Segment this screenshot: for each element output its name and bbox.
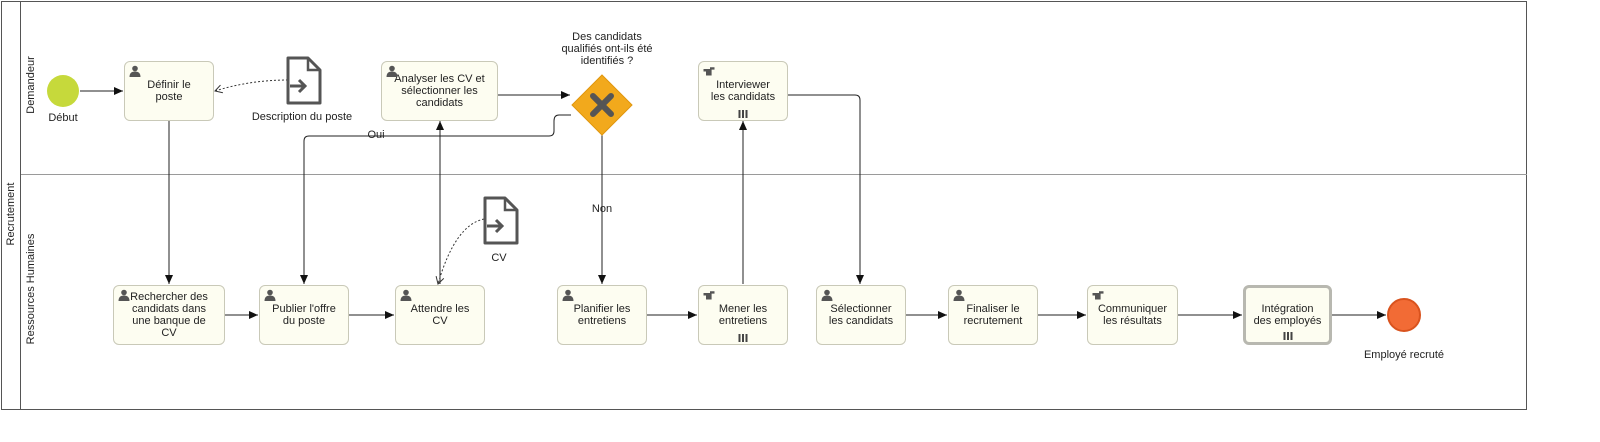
task-label: Rechercher des candidats dans une banque… — [130, 291, 208, 339]
task-label: Communiquer les résultats — [1097, 303, 1168, 327]
input-arrow-icon — [487, 218, 505, 234]
task-communiquer-resultats[interactable]: Communiquer les résultats — [1087, 285, 1178, 345]
hand-icon — [1092, 291, 1104, 300]
task-interviewer-candidats[interactable]: Interviewer les candidats — [698, 61, 788, 121]
task-label: Mener les entretiens — [718, 303, 768, 327]
start-event-label: Début — [48, 112, 78, 124]
task-label: Intégration des employés — [1253, 303, 1322, 327]
x-icon — [590, 93, 614, 117]
association-description-definir — [214, 79, 289, 94]
task-label: Publier l'offre du poste — [272, 303, 336, 327]
task-rechercher-candidats[interactable]: Rechercher des candidats dans une banque… — [113, 285, 225, 345]
flow-gateway-yes — [300, 114, 571, 284]
task-definir-poste[interactable]: Définir le poste — [124, 61, 214, 121]
data-object-description-label: Description du poste — [251, 111, 353, 123]
task-label: Finaliser le recrutement — [963, 303, 1023, 327]
user-icon — [118, 289, 130, 301]
exclusive-gateway[interactable] — [571, 74, 633, 136]
user-icon — [953, 289, 965, 301]
task-label: Attendre les CV — [410, 303, 470, 327]
user-icon — [821, 289, 833, 301]
pool-header — [1, 1, 21, 410]
user-icon — [400, 289, 412, 301]
task-analyser-cv[interactable]: Analyser les CV et sélectionner les cand… — [381, 61, 498, 121]
task-publier-offre[interactable]: Publier l'offre du poste — [259, 285, 349, 345]
start-event — [47, 75, 79, 107]
gateway-question: Des candidats qualifiés ont-ils été iden… — [561, 31, 653, 67]
data-object-description — [286, 56, 322, 105]
task-label: Interviewer les candidats — [710, 79, 776, 103]
task-attendre-cv[interactable]: Attendre les CV — [395, 285, 485, 345]
gateway-no-label: Non — [591, 203, 613, 215]
task-label: Sélectionner les candidats — [828, 303, 894, 327]
multi-instance-icon — [1283, 332, 1292, 340]
flow-interviewer-selectionner — [788, 94, 864, 284]
user-icon — [386, 65, 398, 77]
hand-icon — [703, 291, 715, 300]
end-event-label: Employé recruté — [1363, 349, 1445, 361]
data-object-cv — [483, 196, 519, 245]
data-object-cv-label: CV — [491, 252, 507, 264]
multi-instance-icon — [738, 110, 748, 118]
task-label: Analyser les CV et sélectionner les cand… — [394, 73, 485, 109]
end-event — [1387, 298, 1421, 332]
user-icon — [264, 289, 276, 301]
user-icon — [562, 289, 574, 301]
gateway-yes-label: Oui — [367, 129, 385, 141]
task-mener-entretiens[interactable]: Mener les entretiens — [698, 285, 788, 345]
input-arrow-icon — [290, 78, 308, 94]
task-selectionner-candidats[interactable]: Sélectionner les candidats — [816, 285, 906, 345]
task-label: Définir le poste — [147, 79, 191, 103]
task-planifier-entretiens[interactable]: Planifier les entretiens — [557, 285, 647, 345]
association-cv-attendre — [435, 218, 485, 285]
subprocess-integration-employes[interactable]: Intégration des employés — [1243, 285, 1332, 345]
task-label: Planifier les entretiens — [573, 303, 631, 327]
hand-icon — [703, 67, 715, 76]
user-icon — [129, 65, 141, 77]
task-finaliser-recrutement[interactable]: Finaliser le recrutement — [948, 285, 1038, 345]
multi-instance-icon — [738, 334, 748, 342]
lane-divider — [21, 174, 1527, 175]
